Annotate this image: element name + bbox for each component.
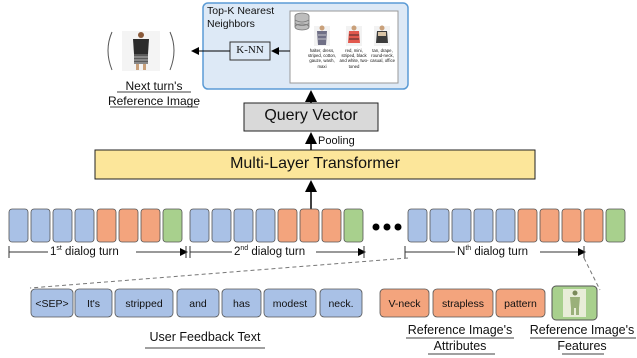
attribute-token-box — [495, 288, 546, 318]
feedback-token-box — [114, 288, 174, 318]
attributes-label-line1: Reference Image's — [407, 323, 513, 337]
token-block — [30, 208, 51, 243]
token-block — [343, 208, 364, 243]
token-block — [429, 208, 450, 243]
feedback-token-box — [30, 288, 74, 318]
token-block — [299, 208, 320, 243]
attribute-token: V-neck — [388, 298, 421, 310]
token-block — [52, 208, 73, 243]
transformer-label: Multi-Layer Transformer — [230, 155, 400, 172]
attribute-token: pattern — [504, 298, 537, 310]
knn-label: K-NN — [236, 44, 264, 56]
knn-panel-title: Top-K Nearest Neighbors — [207, 5, 275, 30]
feedback-token: neck. — [328, 298, 353, 310]
token-block — [118, 208, 139, 243]
token-block — [321, 208, 342, 243]
token-block — [189, 208, 210, 243]
feedback-token-box — [176, 288, 220, 318]
feedback-text-label: User Feedback Text — [149, 330, 261, 344]
attribute-token-box — [379, 288, 430, 318]
turn-span-lines — [8, 246, 586, 258]
pooling-label: Pooling — [318, 135, 355, 147]
feedback-token: <SEP> — [35, 298, 68, 310]
dialog-turn-2-label: 2nd dialog turn — [234, 245, 306, 258]
token-block — [495, 208, 516, 243]
token-block — [517, 208, 538, 243]
neighbor-caption-2: red, mini, striped, black and white, two… — [339, 48, 369, 69]
feature-token — [551, 285, 598, 321]
features-label-line2: Features — [557, 339, 607, 353]
next-turn-label-line1: Next turn's — [125, 79, 183, 93]
query-vector-box — [243, 102, 379, 132]
attribute-token-box — [432, 288, 494, 318]
token-block — [233, 208, 254, 243]
token-row — [8, 208, 626, 243]
zoom-line-right — [583, 257, 601, 291]
token-block — [451, 208, 472, 243]
feedback-token: has — [233, 298, 250, 310]
feedback-token-box — [263, 288, 317, 318]
next-turn-image — [107, 31, 175, 71]
token-block — [407, 208, 428, 243]
feedback-token-box — [74, 288, 113, 318]
token-block — [96, 208, 117, 243]
token-block — [539, 208, 560, 243]
neighbor-image-1 — [314, 25, 330, 46]
feedback-token: stripped — [125, 298, 163, 310]
neighbor-caption-3: tan, drape, round-neck, casual, office — [369, 48, 395, 64]
neighbor-caption-1: halter, dress, striped, cotton, gauze, w… — [307, 48, 337, 69]
features-label-line1: Reference Image's — [529, 323, 635, 337]
bottom-token-row: <SEP> It's stripped and has modest neck. V-neck… — [30, 288, 546, 318]
token-block — [473, 208, 494, 243]
transformer-box — [94, 149, 536, 180]
feedback-token-box — [221, 288, 262, 318]
token-block — [561, 208, 582, 243]
neighbor-image-2 — [346, 25, 362, 46]
token-block — [74, 208, 95, 243]
attribute-token: strapless — [442, 298, 484, 310]
feedback-token: and — [189, 298, 207, 310]
database-icon — [294, 12, 310, 31]
token-block — [277, 208, 298, 243]
token-block — [583, 208, 604, 243]
token-block — [162, 208, 183, 243]
feedback-token-box — [319, 288, 363, 318]
neighbor-image-3 — [374, 25, 390, 46]
token-block — [8, 208, 29, 243]
feedback-token: modest — [273, 298, 308, 310]
next-turn-label-line2: Reference Image — [107, 94, 201, 108]
token-block — [605, 208, 626, 243]
token-block — [255, 208, 276, 243]
ellipsis-dots — [372, 223, 402, 231]
zoom-line-left — [29, 257, 409, 289]
token-block — [140, 208, 161, 243]
attributes-label-line2: Attributes — [433, 339, 487, 353]
token-block — [211, 208, 232, 243]
feedback-token: It's — [87, 298, 100, 310]
query-vector-label: Query Vector — [264, 107, 358, 124]
dialog-turn-n-label: Nth dialog turn — [457, 245, 529, 258]
dialog-turn-1-label: 1st dialog turn — [50, 245, 119, 258]
